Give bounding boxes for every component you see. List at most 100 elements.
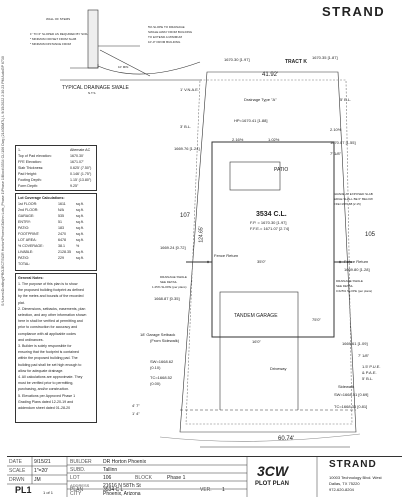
drwn-label: DRWN (9, 477, 25, 483)
note-line: 3. Builder is solely responsible for (18, 344, 72, 348)
detail-right4: 10'-0" FROM BUILDING (148, 40, 181, 44)
ffe-label: F.F.E.= 1671.07 [2.74] (250, 226, 290, 231)
site-plan-drawing (159, 71, 361, 448)
pct-b: 1.02% (268, 137, 280, 142)
coverage-row: TOTAL: (18, 262, 31, 266)
detail-note3: * MINIMUM DISTANCE FROM (30, 42, 71, 46)
coverage-table: Lot Coverage Calculations: 1st FLOOR:161… (15, 193, 97, 271)
garage-outline (219, 291, 299, 338)
detail-min10: 10' MIN. (118, 65, 130, 69)
hp-label: HP=1670.41 [1.88] (234, 118, 268, 123)
note-line: within the proposed building pad. The (18, 356, 78, 361)
house-address: 3534 C.L. (256, 211, 287, 218)
driveway-label: Driveway (270, 366, 287, 371)
tract-label: TRACT K (285, 59, 307, 65)
page-count: 1 of 1 (43, 490, 54, 495)
note-line: 2. Dimensions, setbacks, easements, plan (18, 306, 86, 311)
sw-left: SW=1668.62 (150, 359, 174, 364)
notes-title: General Notes: (18, 276, 44, 280)
dim-1: 1' 4" (132, 411, 140, 416)
top-dimension: 41.92' (262, 72, 279, 78)
note-line: allow for adequate drainage. (18, 368, 64, 373)
elev-lowright: 1669.61 [1.09] (342, 341, 368, 346)
note-line: purchasing, and/or construction. (18, 387, 70, 392)
block-label: BLOCK (135, 475, 152, 481)
house-footprint (211, 141, 335, 338)
side-dim-left: 124.65' (198, 226, 205, 243)
note-line: ensuring that the footprint is contained (18, 350, 79, 355)
address-label: ADDRESS (70, 483, 90, 488)
dim-16: 16'0" (252, 339, 261, 344)
grade-note3: FFE=1670.88 [2.15] (334, 202, 361, 206)
wall-stem (87, 9, 99, 69)
fp-label: F.P. = 1670.30 [1.97] (250, 220, 287, 225)
detail-note2: * MINIMUM OFFSET FROM SLAB (30, 37, 77, 41)
sidebar-filepath: S:\Users\Drafting\PROJECTS\DR Horton\Pho… (0, 0, 10, 440)
tc-right: TC=1668.33 [0.81] (334, 404, 368, 409)
dim-35: 35'0" (257, 259, 266, 264)
address-value: 21616 N 58Th St (103, 483, 141, 489)
detail-right3: TO EXTEND A MINIMUM (148, 35, 182, 39)
plan-value: 3534 C L (103, 487, 124, 493)
note-line: addendum sheet dated 01-28-20 (18, 406, 71, 410)
elev-midright: 1669.80 [1.28] (344, 267, 370, 272)
sw-left2: (0.10) (150, 365, 161, 370)
scale-label: SCALE (9, 468, 26, 474)
note-line: 5. Elevations per Approved Phase 1 (18, 393, 76, 398)
detail-right1: 5% SLOPE TO DRAINAGE (148, 25, 185, 29)
garage-label: TANDEM GARAGE (234, 313, 278, 319)
coverage-title: Lot Coverage Calculations: (18, 196, 65, 200)
pae-label: & P.A.E. (362, 370, 377, 375)
pue-label: 1.5' P.U.E. (362, 364, 381, 369)
lot-boundary (179, 71, 357, 433)
lot-label: LOT (70, 475, 80, 481)
setback-top: 5' B.L. (340, 97, 352, 102)
tc-left2: (0.00) (150, 381, 161, 386)
detail-right2: SWALE AWAY FROM BUILDING (148, 30, 193, 34)
pct-c: 2.10% (330, 127, 342, 132)
block-value: Phase 1 (167, 475, 186, 481)
phone: 972-620-8204 (329, 487, 354, 492)
grade-note1: GRADE AT EXPOSED SLAB (334, 192, 373, 196)
detail-caption: TYPICAL DRAINAGE SWALE (62, 85, 129, 91)
sidewalk-label: Sidewalk (338, 384, 355, 389)
elev-row: Slab Thickness:0.625' (7.50") (18, 166, 92, 170)
fence-right: Fence Return (344, 259, 369, 264)
elevation-table: 1.Alternate AC Top of Pad elevation:1670… (15, 145, 97, 191)
note-line: must be verified prior to permitting, (18, 381, 74, 386)
lot-number-left: 107 (180, 213, 191, 219)
swale-right3: 0.625% SLOPE (per plans) (336, 289, 373, 293)
elev-row: 1.Alternate AC (18, 148, 91, 152)
city-label: CITY (70, 491, 82, 497)
drainage-label: Drainage Type "A" (244, 97, 277, 102)
plan-label: PLAN (70, 487, 84, 493)
builder-label: BUILDER (70, 459, 92, 465)
note-line: here in shall be verified at permitting … (18, 319, 83, 324)
builder-value: DR Horton Phoenix (103, 459, 147, 465)
easement-line (185, 79, 353, 425)
note-line: the proposed building footprint as defin… (18, 288, 84, 293)
lot-number-right: 105 (365, 232, 376, 238)
swale-left2: SEE DETAIL (160, 280, 178, 284)
elev-midleft: 1669.24 [0.72] (160, 245, 186, 250)
note-line: Grading Plans dated 12-20-19 and (18, 399, 74, 404)
subd-value: Tallinn (103, 467, 118, 473)
brand-logo-bottom: STRAND (329, 459, 377, 470)
scale-value: 1"=20' (34, 468, 48, 474)
ver-value: 1 (222, 487, 225, 493)
elev-left: 1669.76 [1.24] (174, 146, 200, 151)
slab-edge (70, 64, 99, 69)
note-line: prior to construction for accuracy and (18, 325, 78, 330)
plot-logo-mark: 3CW (257, 463, 289, 479)
dim-4: 4' 7" (132, 403, 140, 408)
sw-right: SW=1668.51 [0.69] (334, 392, 369, 397)
vnae-label: 1' V.N.A.E. (180, 87, 200, 92)
swale-curve (97, 61, 201, 75)
pct-a: 2.16% (232, 137, 244, 142)
seven-eighth-b: 7' 1/8" (358, 353, 370, 358)
elev-lowleft: 1668.87 [0.35] (154, 296, 180, 301)
patio-label: PATIO (274, 167, 289, 173)
